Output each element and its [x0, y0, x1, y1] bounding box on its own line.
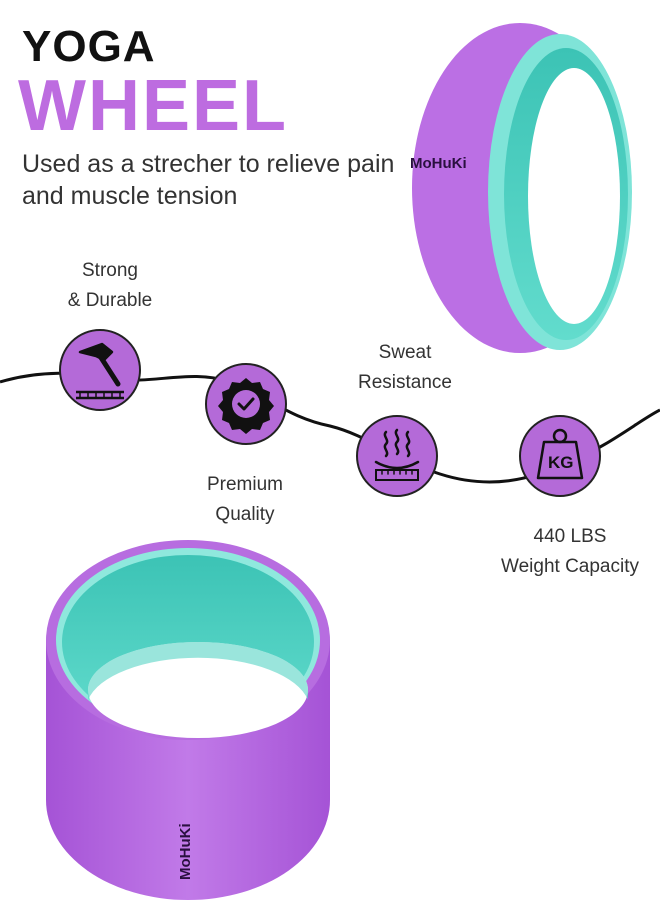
feature-label-weight-capacity: 440 LBS Weight Capacity — [501, 526, 639, 577]
kg-weight-icon: KG — [536, 428, 584, 480]
premium-quality-badge — [205, 363, 287, 445]
quality-badge-icon — [218, 378, 274, 434]
title-line-2: WHEEL — [18, 66, 288, 146]
feature-label-strong-durable: Strong & Durable — [67, 260, 153, 311]
feature-label-sweat-resistance: Sweat Resistance — [358, 342, 452, 393]
feature-label-premium-quality: Premium Quality — [206, 474, 283, 525]
weight-capacity-badge: KG — [519, 415, 601, 497]
subtitle: Used as a strecher to relieve pain and m… — [22, 150, 395, 210]
brand-label-bottom: MoHuKi — [177, 823, 194, 880]
strong-durable-badge — [59, 329, 141, 411]
yoga-wheel-top: MoHuKi — [410, 23, 632, 353]
title-line-1: YOGA — [22, 22, 156, 71]
brand-label-top: MoHuKi — [410, 155, 467, 172]
hammer-icon — [76, 342, 124, 400]
sweat-resistance-badge — [356, 415, 438, 497]
sweat-resistance-icon — [374, 428, 420, 481]
svg-text:KG: KG — [548, 453, 574, 472]
yoga-wheel-bottom: MoHuKi — [46, 540, 330, 900]
